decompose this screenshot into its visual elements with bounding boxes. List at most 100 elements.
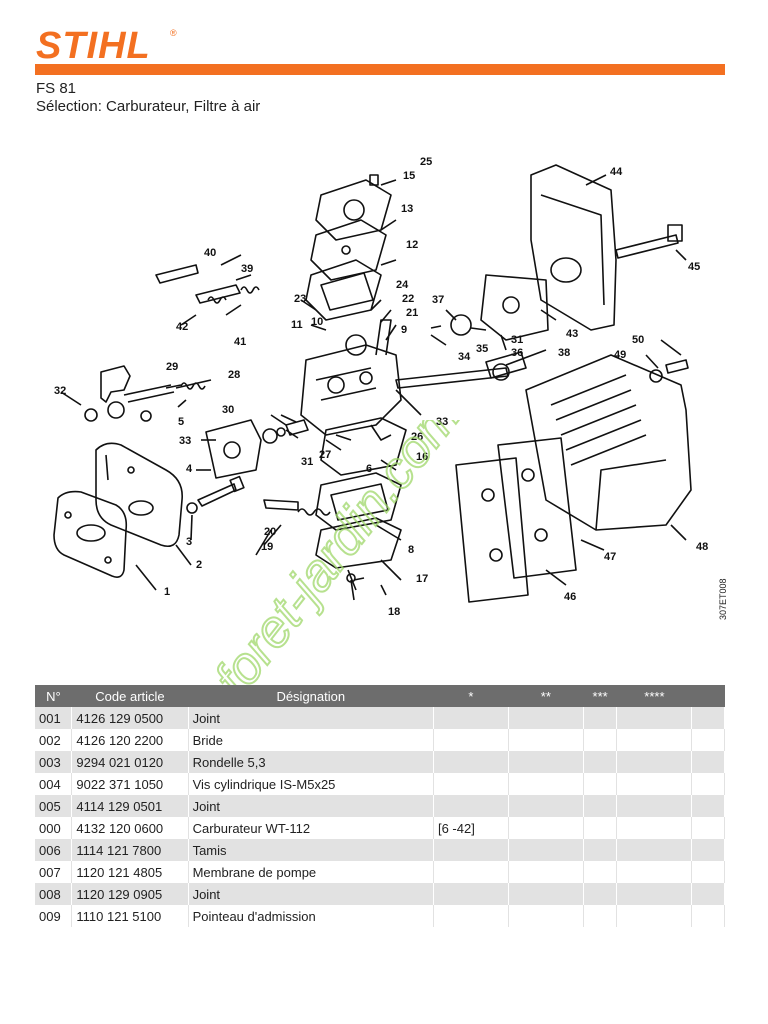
- svg-text:®: ®: [170, 28, 177, 38]
- table-row: 002 4126 120 2200 Bride: [35, 729, 725, 751]
- part-callout-16: 16: [416, 451, 428, 463]
- part-callout-37: 37: [432, 294, 444, 306]
- table-row: 008 1120 129 0905 Joint: [35, 883, 725, 905]
- cell-code: 4126 120 2200: [71, 729, 189, 751]
- part-callout-28: 28: [228, 369, 240, 381]
- part-callout-11: 11: [291, 319, 303, 331]
- cell-designation: Bride: [188, 729, 434, 751]
- model-title: FS 81: [36, 80, 77, 97]
- cell-number: 002: [35, 729, 73, 751]
- part-callout-39: 39: [241, 263, 253, 275]
- cell-designation: Membrane de pompe: [188, 861, 434, 883]
- cell-number: 000: [35, 817, 73, 839]
- cell-star-1: [433, 861, 509, 883]
- cell-designation: Carburateur WT-112: [188, 817, 434, 839]
- cell-extra: [691, 905, 725, 927]
- cell-star-2: [508, 773, 584, 795]
- header-divider-bar: [35, 64, 725, 75]
- header-star-2: **: [508, 685, 584, 707]
- part-callout-13: 13: [401, 203, 413, 215]
- cell-star-3: [583, 839, 618, 861]
- cell-star-4: [616, 773, 693, 795]
- table-row: 009 1110 121 5100 Pointeau d'admission: [35, 905, 725, 927]
- cell-star-3: [583, 861, 618, 883]
- part-callout-1: 1: [164, 586, 170, 598]
- cell-extra: [691, 729, 725, 751]
- cell-number: 009: [35, 905, 73, 927]
- part-callout-46: 46: [564, 591, 576, 603]
- cell-star-3: [583, 729, 618, 751]
- cell-extra: [691, 817, 725, 839]
- cell-code: 4126 129 0500: [71, 707, 189, 729]
- part-callout-31: 31: [301, 456, 313, 468]
- cell-star-2: [508, 729, 584, 751]
- cell-star-4: [616, 839, 693, 861]
- part-callout-2: 2: [196, 559, 202, 571]
- part-callout-48: 48: [696, 541, 708, 553]
- part-callout-38: 38: [558, 347, 570, 359]
- table-row: 003 9294 021 0120 Rondelle 5,3: [35, 751, 725, 773]
- part-callout-22: 22: [402, 293, 414, 305]
- part-callout-32: 32: [54, 385, 66, 397]
- cell-star-3: [583, 905, 618, 927]
- cell-star-4: [616, 905, 693, 927]
- part-callout-34: 34: [458, 351, 471, 363]
- table-row: 001 4126 129 0500 Joint: [35, 707, 725, 729]
- header-code: Code article: [71, 685, 189, 707]
- cell-code: 1120 129 0905: [71, 883, 189, 905]
- cell-code: 4114 129 0501: [71, 795, 189, 817]
- parts-table: N° Code article Désignation * ** *** ***…: [35, 685, 725, 927]
- cell-star-1: [433, 751, 509, 773]
- cell-star-2: [508, 839, 584, 861]
- cell-star-1: [433, 839, 509, 861]
- cell-star-2: [508, 751, 584, 773]
- part-callout-36: 36: [511, 347, 523, 359]
- part-callout-3: 3: [186, 536, 192, 548]
- part-callout-42: 42: [176, 321, 188, 333]
- cell-code: 9022 371 1050: [71, 773, 189, 795]
- cell-code: 4132 120 0600: [71, 817, 189, 839]
- part-callout-43: 43: [566, 328, 578, 340]
- cell-star-4: [616, 861, 693, 883]
- part-callout-33: 33: [436, 416, 448, 428]
- cell-star-3: [583, 883, 618, 905]
- part-callout-8: 8: [408, 544, 414, 556]
- header-number: N°: [35, 685, 72, 707]
- part-callout-41: 41: [234, 336, 246, 348]
- cell-number: 007: [35, 861, 73, 883]
- cell-designation: Joint: [188, 707, 434, 729]
- cell-designation: Vis cylindrique IS-M5x25: [188, 773, 434, 795]
- selection-title: Sélection: Carburateur, Filtre à air: [36, 98, 261, 115]
- part-callout-44: 44: [610, 166, 623, 178]
- cell-designation: Tamis: [188, 839, 434, 861]
- cell-extra: [691, 839, 725, 861]
- cell-star-2: [508, 905, 584, 927]
- part-callout-25: 25: [420, 156, 432, 168]
- cell-star-1: [433, 883, 509, 905]
- part-callout-33: 33: [179, 435, 191, 447]
- part-callout-6: 6: [366, 463, 372, 475]
- table-row: 005 4114 129 0501 Joint: [35, 795, 725, 817]
- part-callout-24: 24: [396, 279, 409, 291]
- cell-star-3: [583, 707, 618, 729]
- cell-code: 1114 121 7800: [71, 839, 189, 861]
- cell-extra: [691, 707, 725, 729]
- cell-extra: [691, 883, 725, 905]
- cell-extra: [691, 795, 725, 817]
- cell-star-2: [508, 883, 584, 905]
- cell-number: 005: [35, 795, 73, 817]
- cell-star-3: [583, 751, 618, 773]
- cell-star-1: [433, 707, 509, 729]
- cell-star-2: [508, 817, 584, 839]
- part-callout-12: 12: [406, 239, 418, 251]
- part-callout-15: 15: [403, 170, 415, 182]
- cell-star-1: [433, 773, 509, 795]
- header-extra: [691, 685, 725, 707]
- cell-star-1: [433, 729, 509, 751]
- part-callout-49: 49: [614, 349, 626, 361]
- table-row: 000 4132 120 0600 Carburateur WT-112 [6 …: [35, 817, 725, 839]
- part-callout-17: 17: [416, 573, 428, 585]
- cell-star-2: [508, 707, 584, 729]
- part-callout-21: 21: [406, 307, 418, 319]
